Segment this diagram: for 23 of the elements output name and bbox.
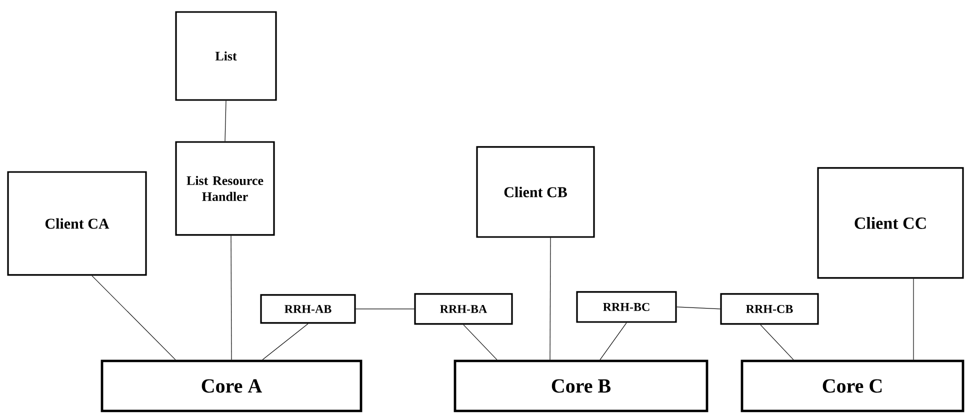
connector-line [262, 323, 308, 360]
core-box: Core B [454, 360, 708, 412]
client-box: Client CC [817, 167, 964, 279]
connector-line [92, 275, 176, 360]
connector-line [356, 308, 414, 310]
core-box: Core C [740, 360, 964, 412]
connector-line [463, 324, 498, 360]
connector-line [913, 278, 914, 360]
handler-box: RRH-BC [576, 291, 677, 323]
list-box: List [175, 11, 277, 101]
handler-box: RRH-CB [720, 293, 819, 325]
connector-line [760, 324, 794, 360]
connector-line [600, 322, 627, 360]
handler-box: List Resource Handler [175, 141, 275, 236]
handler-box: RRH-BA [414, 293, 513, 325]
client-box: Client CB [476, 146, 595, 238]
core-box: Core A [100, 360, 362, 412]
handler-box: RRH-AB [260, 294, 356, 324]
client-box: Client CA [7, 171, 147, 276]
connector-line [230, 235, 232, 360]
connector-line [676, 306, 720, 310]
connector-line [224, 100, 226, 142]
connector-line [550, 237, 551, 360]
